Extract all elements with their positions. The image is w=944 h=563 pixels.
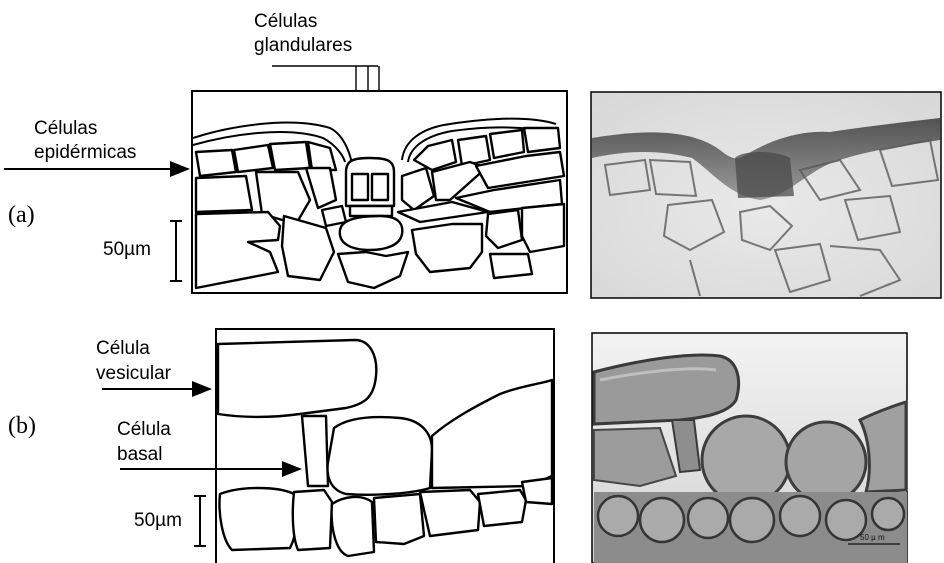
panel-a-scale-label: 50µm <box>103 239 151 260</box>
panel-b-scale-label: 50µm <box>134 510 182 531</box>
panel-a-scale-bar <box>170 221 182 281</box>
photo-scale-label: 50 µ m <box>860 533 885 542</box>
basal-cell-label-line2: basal <box>117 444 162 465</box>
panel-a-photomicrograph <box>591 92 941 298</box>
panel-b-letter: (b) <box>8 413 36 439</box>
panel-b-scale-bar <box>194 496 206 546</box>
panel-b-cell-drawing <box>218 340 552 556</box>
panel-b-photomicrograph: 50 µ m <box>592 333 907 563</box>
vesicular-cell-label-line2: vesicular <box>96 363 172 384</box>
panel-a: (a) Células glandulares Células epidérmi… <box>4 11 941 298</box>
epidermal-cells-label-line2: epidérmicas <box>34 142 136 163</box>
glandular-cells-label-line2: glandulares <box>254 35 352 56</box>
panel-a-letter: (a) <box>8 202 35 228</box>
panel-b: (b) Célula vesicular Célula basal 50µm <box>8 329 907 563</box>
glandular-cells-label-line1: Células <box>254 11 317 32</box>
basal-cell-label-line1: Célula <box>117 419 171 440</box>
epidermal-cells-label-line1: Células <box>34 118 97 139</box>
vesicular-cell-label-line1: Célula <box>96 338 150 359</box>
